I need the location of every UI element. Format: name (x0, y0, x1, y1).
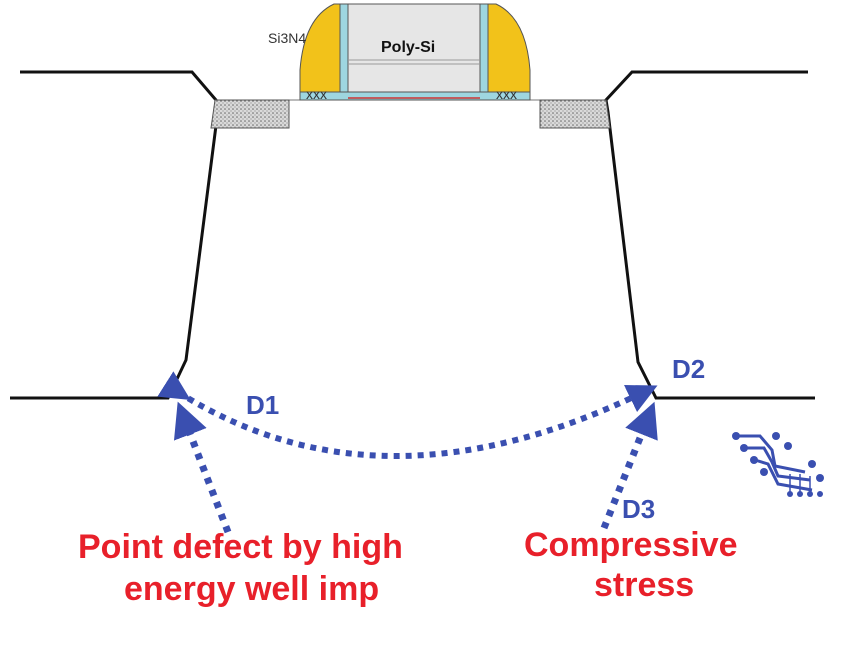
d3-label: D3 (622, 494, 655, 524)
left-caption-line2: energy well imp (124, 570, 379, 608)
right-liner (479, 3, 489, 95)
right-caption-line1: Compressive (524, 526, 738, 564)
left-oxide-pad (210, 99, 290, 129)
right-implant-marks: xxx (496, 86, 517, 102)
gate-oxide (299, 91, 531, 101)
left-defect-arrow (173, 401, 232, 534)
left-implant-marks: xxx (306, 86, 327, 102)
left-caption-line1: Point defect by high (78, 528, 403, 566)
left-spacer (299, 3, 343, 93)
right-spacer (487, 3, 531, 93)
circuit-icon (732, 432, 824, 497)
left-liner (339, 3, 349, 95)
trench-outline (10, 70, 220, 400)
gate-stack: xxx xxx Poly-Si (299, 3, 531, 102)
nitride-label: Si3N4 (268, 30, 306, 46)
d1-label: D1 (246, 390, 279, 420)
trench-outline-right (604, 70, 815, 400)
gate-label: Poly-Si (381, 39, 435, 56)
d1-arrow (157, 371, 658, 459)
d2-label: D2 (672, 354, 705, 384)
right-caption-line2: stress (594, 566, 694, 604)
right-oxide-pad (539, 99, 611, 129)
